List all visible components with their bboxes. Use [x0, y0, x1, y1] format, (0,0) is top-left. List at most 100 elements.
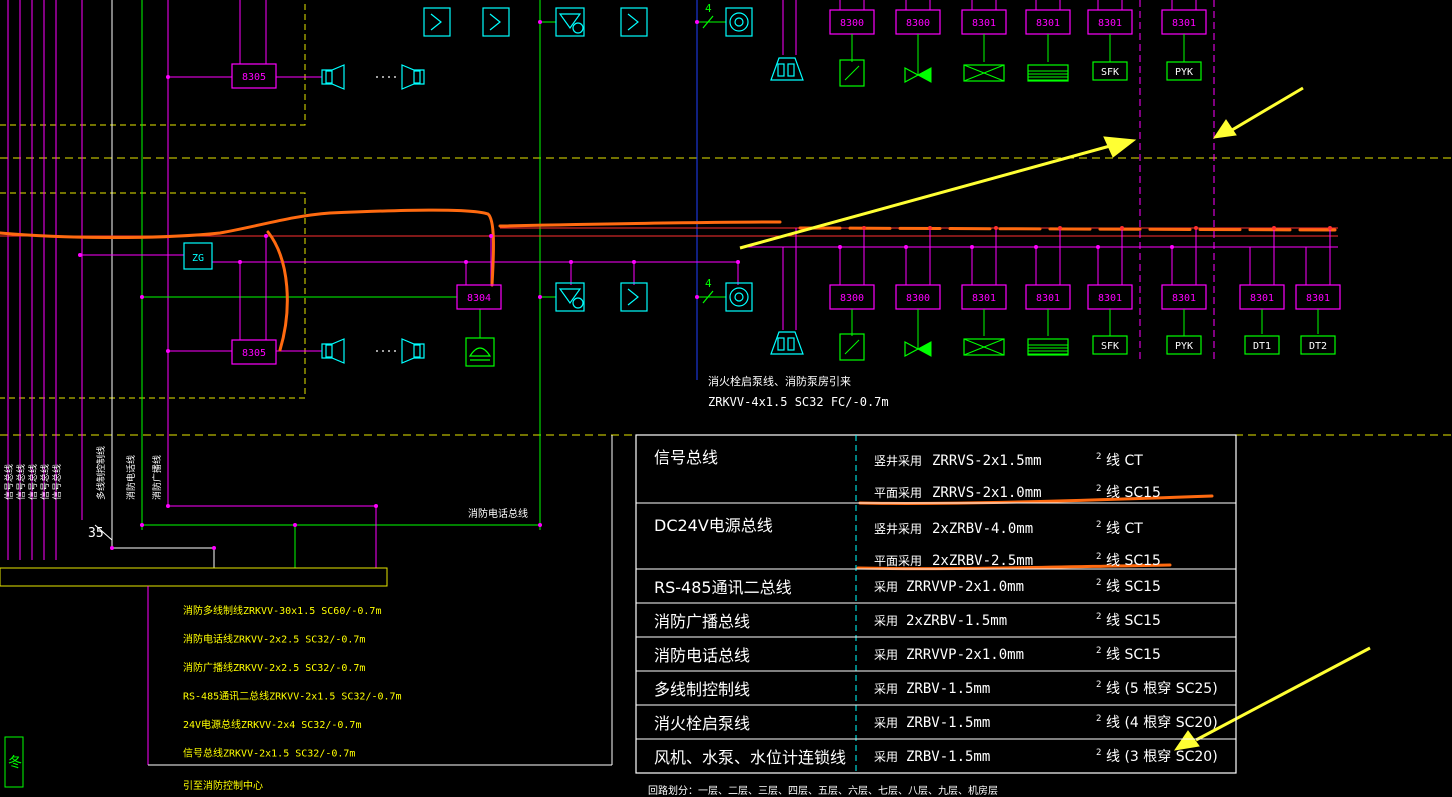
hydrant-line-title: 消火栓启泵线、消防泵房引来 — [708, 374, 851, 388]
module-8305-lower-label: 8305 — [242, 348, 266, 359]
slash-marks — [702, 15, 714, 304]
bell-icon — [725, 7, 753, 312]
left-bus-bundle — [7, 0, 698, 560]
module-8304-label: 8304 — [467, 293, 491, 304]
table-row-name: 风机、水泵、水位计连锁线 — [654, 748, 846, 767]
orange-annotations — [0, 208, 1337, 571]
table-spec-sup: 2 — [1096, 748, 1101, 758]
module-8301-dt2-label: 8301 — [1306, 293, 1330, 304]
vertical-bus-labels: 信号总线信号总线信号总线信号总线信号总线多线制控制线消防电话线消防广播线 — [3, 446, 163, 500]
table-row-name: 多线制控制线 — [654, 680, 750, 699]
table-row-name: 信号总线 — [654, 448, 718, 467]
table-spec-tail: 线 (5 根穿 SC25) — [1106, 681, 1218, 697]
module-8300-r1-c2-label: 8300 — [906, 18, 930, 29]
module-8301-r2-c6-label: 8301 — [1172, 293, 1196, 304]
pump-icon — [770, 57, 804, 355]
symbols-layer: ZG — [183, 2, 804, 367]
table-spec-tail: 线 SC15 — [1106, 613, 1161, 629]
left-edge-glyph: 冬 — [8, 755, 22, 771]
vertical-label-6: 多线制控制线 — [95, 446, 107, 500]
table-spec-tail: 线 SC15 — [1106, 579, 1161, 595]
table-spec-prefix: 采用 — [874, 750, 898, 764]
device-sfk-r1: SFK — [1092, 61, 1128, 81]
device-fan-r2 — [963, 338, 1005, 356]
cable-item-3: 消防广播线ZRKVV-2x2.5 SC32/-0.7m — [183, 661, 365, 674]
speaker-dots — [376, 76, 398, 352]
table-spec-tail: 线 SC15 — [1106, 553, 1161, 569]
cable-item-6: 信号总线ZRKVV-2x1.5 SC32/-0.7m — [183, 747, 355, 760]
table-spec-sup: 2 — [1096, 578, 1101, 588]
table-spec-prefix: 采用 — [874, 648, 898, 662]
table-spec-cable: ZRRVVP-2x1.0mm — [906, 647, 1024, 663]
module-8301-r2-c4-label: 8301 — [1036, 293, 1060, 304]
table-spec-tail: 线 (4 根穿 SC20) — [1106, 715, 1218, 731]
table-spec-sup: 2 — [1096, 552, 1101, 562]
vertical-label-7: 消防电话线 — [125, 455, 137, 500]
module-8301-r1-c3-label: 8301 — [972, 18, 996, 29]
device-pyk-r1: PYK — [1166, 61, 1202, 81]
device-pyk-r2: PYK — [1166, 335, 1202, 355]
module-8301-dt1-label: 8301 — [1250, 293, 1274, 304]
table-spec-cable: 2xZRBV-1.5mm — [906, 613, 1007, 629]
device-hatch-r1 — [1027, 64, 1069, 82]
table-spec-cable: ZRBV-1.5mm — [906, 749, 990, 765]
dt1-label: DT1 — [1253, 341, 1271, 352]
table-row-name: 消火栓启泵线 — [654, 714, 750, 733]
switch-icon — [423, 7, 648, 312]
vertical-label-2: 信号总线 — [15, 464, 27, 500]
device-damper-r2 — [839, 333, 865, 361]
vertical-label-5: 信号总线 — [51, 464, 63, 500]
pyk-label: PYK — [1175, 67, 1193, 78]
table-spec-sup: 2 — [1096, 484, 1101, 494]
table-spec-cable: 2xZRBV-2.5mm — [932, 553, 1033, 569]
vertical-label-3: 信号总线 — [27, 464, 39, 500]
table-spec-prefix: 采用 — [874, 614, 898, 628]
table-spec-tail: 线 SC15 — [1106, 485, 1161, 501]
device-sfk-r2: SFK — [1092, 335, 1128, 355]
table-spec-cable: ZRBV-1.5mm — [906, 681, 990, 697]
vertical-label-8: 消防广播线 — [151, 455, 163, 500]
table-spec-sup: 2 — [1096, 714, 1101, 724]
zg-label: ZG — [192, 253, 204, 264]
device-dt2: DT2 — [1300, 335, 1336, 355]
table-spec-cable: 2xZRBV-4.0mm — [932, 521, 1033, 537]
table-spec-prefix: 平面采用 — [874, 486, 922, 500]
device-hatch-r2 — [1027, 338, 1069, 356]
wire-count-upper: 4 — [705, 2, 712, 15]
sfk-label: SFK — [1101, 341, 1119, 352]
table-spec-prefix: 竖井采用 — [874, 522, 922, 536]
module-8300-r2-c1-label: 8300 — [840, 293, 864, 304]
module-8304: 8304 — [456, 284, 502, 310]
table-row-name: DC24V电源总线 — [654, 516, 773, 535]
table-spec-cable: ZRRVVP-2x1.0mm — [906, 579, 1024, 595]
module-8300-r1-c1-label: 8300 — [840, 18, 864, 29]
table-spec-sup: 2 — [1096, 646, 1101, 656]
bottom-buses — [0, 435, 613, 766]
upper-feeders — [168, 0, 797, 78]
cable-item-4: RS-485通讯二总线ZRKVV-2x1.5 SC32/-0.7m — [183, 690, 402, 703]
left-edge-box — [4, 736, 24, 788]
table-spec-cable: ZRRVS-2x1.5mm — [932, 453, 1042, 469]
bottom-note: 回路划分：一层、二层、三层、四层、五层、六层、七层、八层、九层、机房层 — [648, 784, 998, 797]
table-spec-tail: 线 (3 根穿 SC20) — [1106, 749, 1218, 765]
table-spec-sup: 2 — [1096, 680, 1101, 690]
table-row-name: 消防电话总线 — [654, 646, 750, 665]
module-8305-upper: 8305 — [231, 63, 277, 89]
module-8301-r2-c5-label: 8301 — [1098, 293, 1122, 304]
wire-count-lower: 4 — [705, 277, 712, 290]
module-8300-r2-c2-label: 8300 — [906, 293, 930, 304]
table-spec-cable: ZRBV-1.5mm — [906, 715, 990, 731]
table-spec-prefix: 竖井采用 — [874, 454, 922, 468]
hydrant-line-spec: ZRKVV-4x1.5 SC32 FC/-0.7m — [708, 395, 889, 409]
cable-item-2: 消防电话线ZRKVV-2x2.5 SC32/-0.7m — [183, 633, 365, 646]
device-dt1: DT1 — [1244, 335, 1280, 355]
cable-item-5: 24V电源总线ZRKVV-2x4 SC32/-0.7m — [183, 718, 361, 731]
module-8301-r1-c4-label: 8301 — [1036, 18, 1060, 29]
